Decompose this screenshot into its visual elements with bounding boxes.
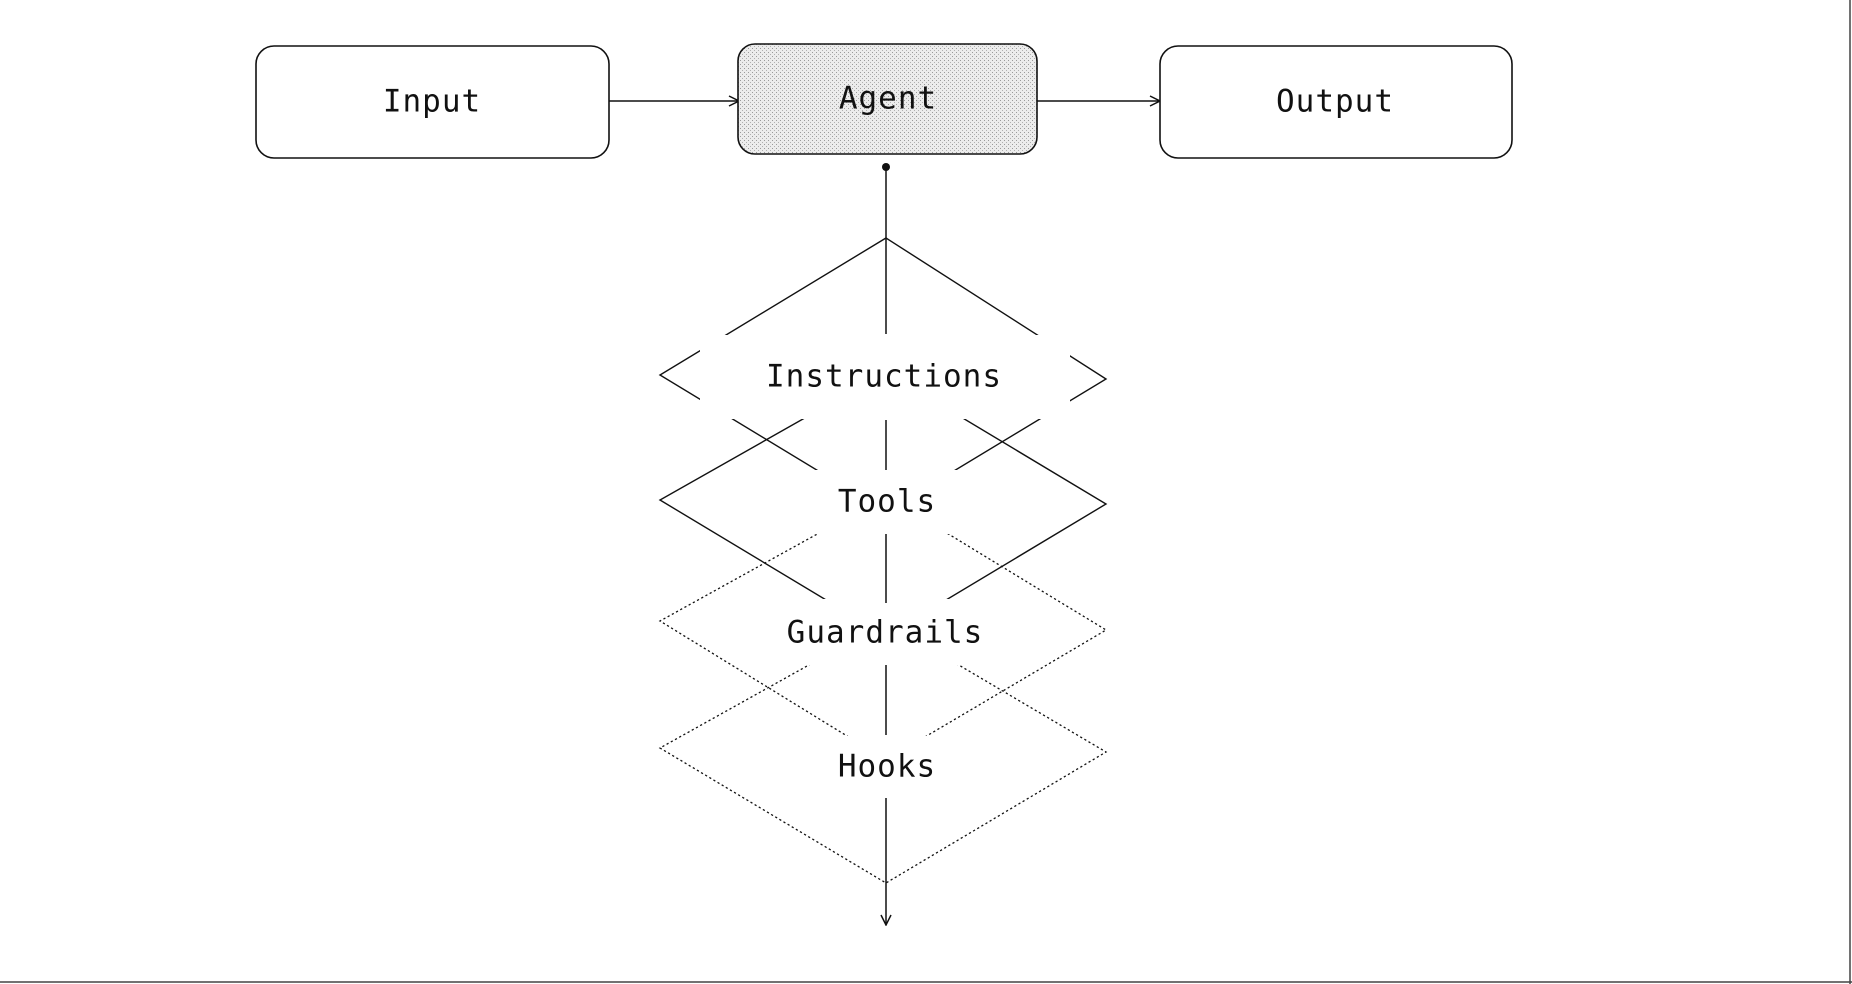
agent-label: Agent [839,81,937,117]
hooks-layer-label: Hooks [838,749,936,785]
hooks-label-mask [752,736,1020,798]
agent-layer-spine [882,163,890,925]
guardrails-label-mask [752,599,1020,665]
instructions-layer-label: Instructions [766,359,1002,395]
output-node: Output [1159,45,1513,159]
tools-label-mask [752,470,1020,534]
agent-node: Agent [737,43,1038,155]
hooks-layer-diamond [658,621,1108,884]
layer-label-masks [700,335,1070,798]
guardrails-layer-label: Guardrails [787,615,984,651]
input-box [255,45,610,159]
input-node: Input [255,45,610,159]
output-label: Output [1276,84,1394,120]
agent-box [737,43,1038,155]
output-box [1159,45,1513,159]
tools-layer-label: Tools [838,484,936,520]
guardrails-layer-diamond [658,495,1108,761]
instructions-label-mask [700,335,1070,419]
input-label: Input [383,84,481,120]
